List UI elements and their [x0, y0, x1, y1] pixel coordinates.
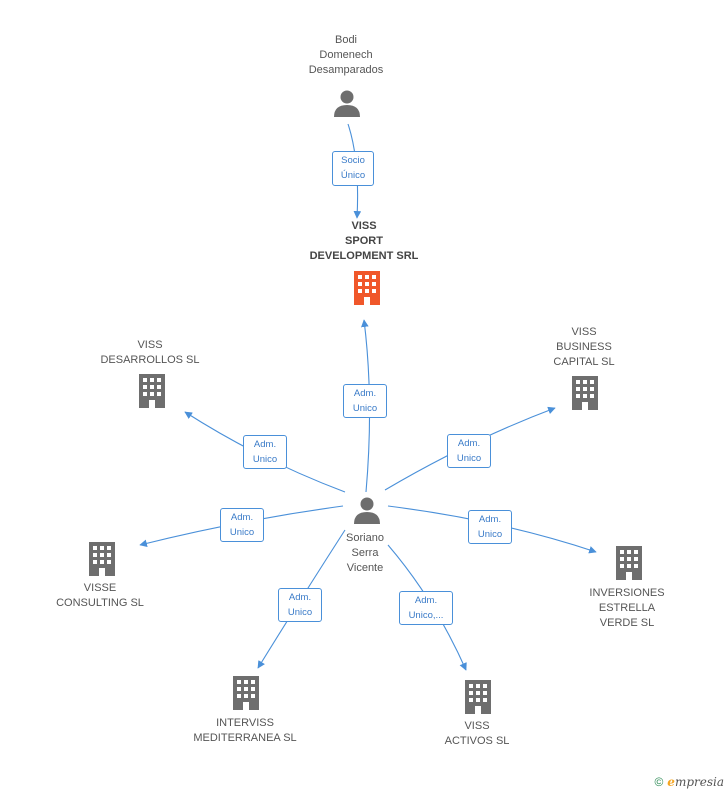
- relation-adm-inversiones[interactable]: Adm. Unico: [468, 510, 512, 544]
- footer-brand[interactable]: © empresia: [654, 775, 724, 789]
- node-label-viss-desarrollos[interactable]: VISS DESARROLLOS SL: [100, 339, 200, 366]
- node-label-inversiones[interactable]: INVERSIONES ESTRELLA VERDE SL: [589, 587, 665, 629]
- node-label-soriano[interactable]: Soriano Serra Vicente: [346, 532, 384, 574]
- relation-adm-visse[interactable]: Adm. Unico: [220, 508, 264, 542]
- person-icon[interactable]: [332, 88, 362, 118]
- building-icon[interactable]: [352, 271, 382, 305]
- node-label-interviss[interactable]: INTERVISS MEDITERRANEA SL: [193, 717, 297, 744]
- copyright-icon: ©: [654, 775, 664, 789]
- relation-socio-unico[interactable]: Socio Único: [332, 151, 374, 186]
- person-icon[interactable]: [352, 495, 382, 525]
- relation-adm-activos[interactable]: Adm. Unico,...: [399, 591, 453, 625]
- building-icon[interactable]: [463, 680, 493, 714]
- relation-adm-desarrollos[interactable]: Adm. Unico: [243, 435, 287, 469]
- node-label-viss-activos[interactable]: VISS ACTIVOS SL: [444, 720, 510, 747]
- building-icon[interactable]: [231, 676, 261, 710]
- relation-adm-sport[interactable]: Adm. Unico: [343, 384, 387, 418]
- brand-logo: empresia: [667, 775, 724, 789]
- building-icon[interactable]: [87, 542, 117, 576]
- relation-adm-business[interactable]: Adm. Unico: [447, 434, 491, 468]
- building-icon[interactable]: [137, 374, 167, 408]
- relation-adm-interviss[interactable]: Adm. Unico: [278, 588, 322, 622]
- node-label-bodi[interactable]: Bodi Domenech Desamparados: [308, 34, 384, 76]
- building-icon[interactable]: [614, 546, 644, 580]
- node-label-viss-business[interactable]: VISS BUSINESS CAPITAL SL: [553, 326, 615, 368]
- building-icon[interactable]: [570, 376, 600, 410]
- node-label-viss-sport[interactable]: VISS SPORT DEVELOPMENT SRL: [309, 220, 419, 262]
- node-label-visse[interactable]: VISSE CONSULTING SL: [56, 582, 144, 609]
